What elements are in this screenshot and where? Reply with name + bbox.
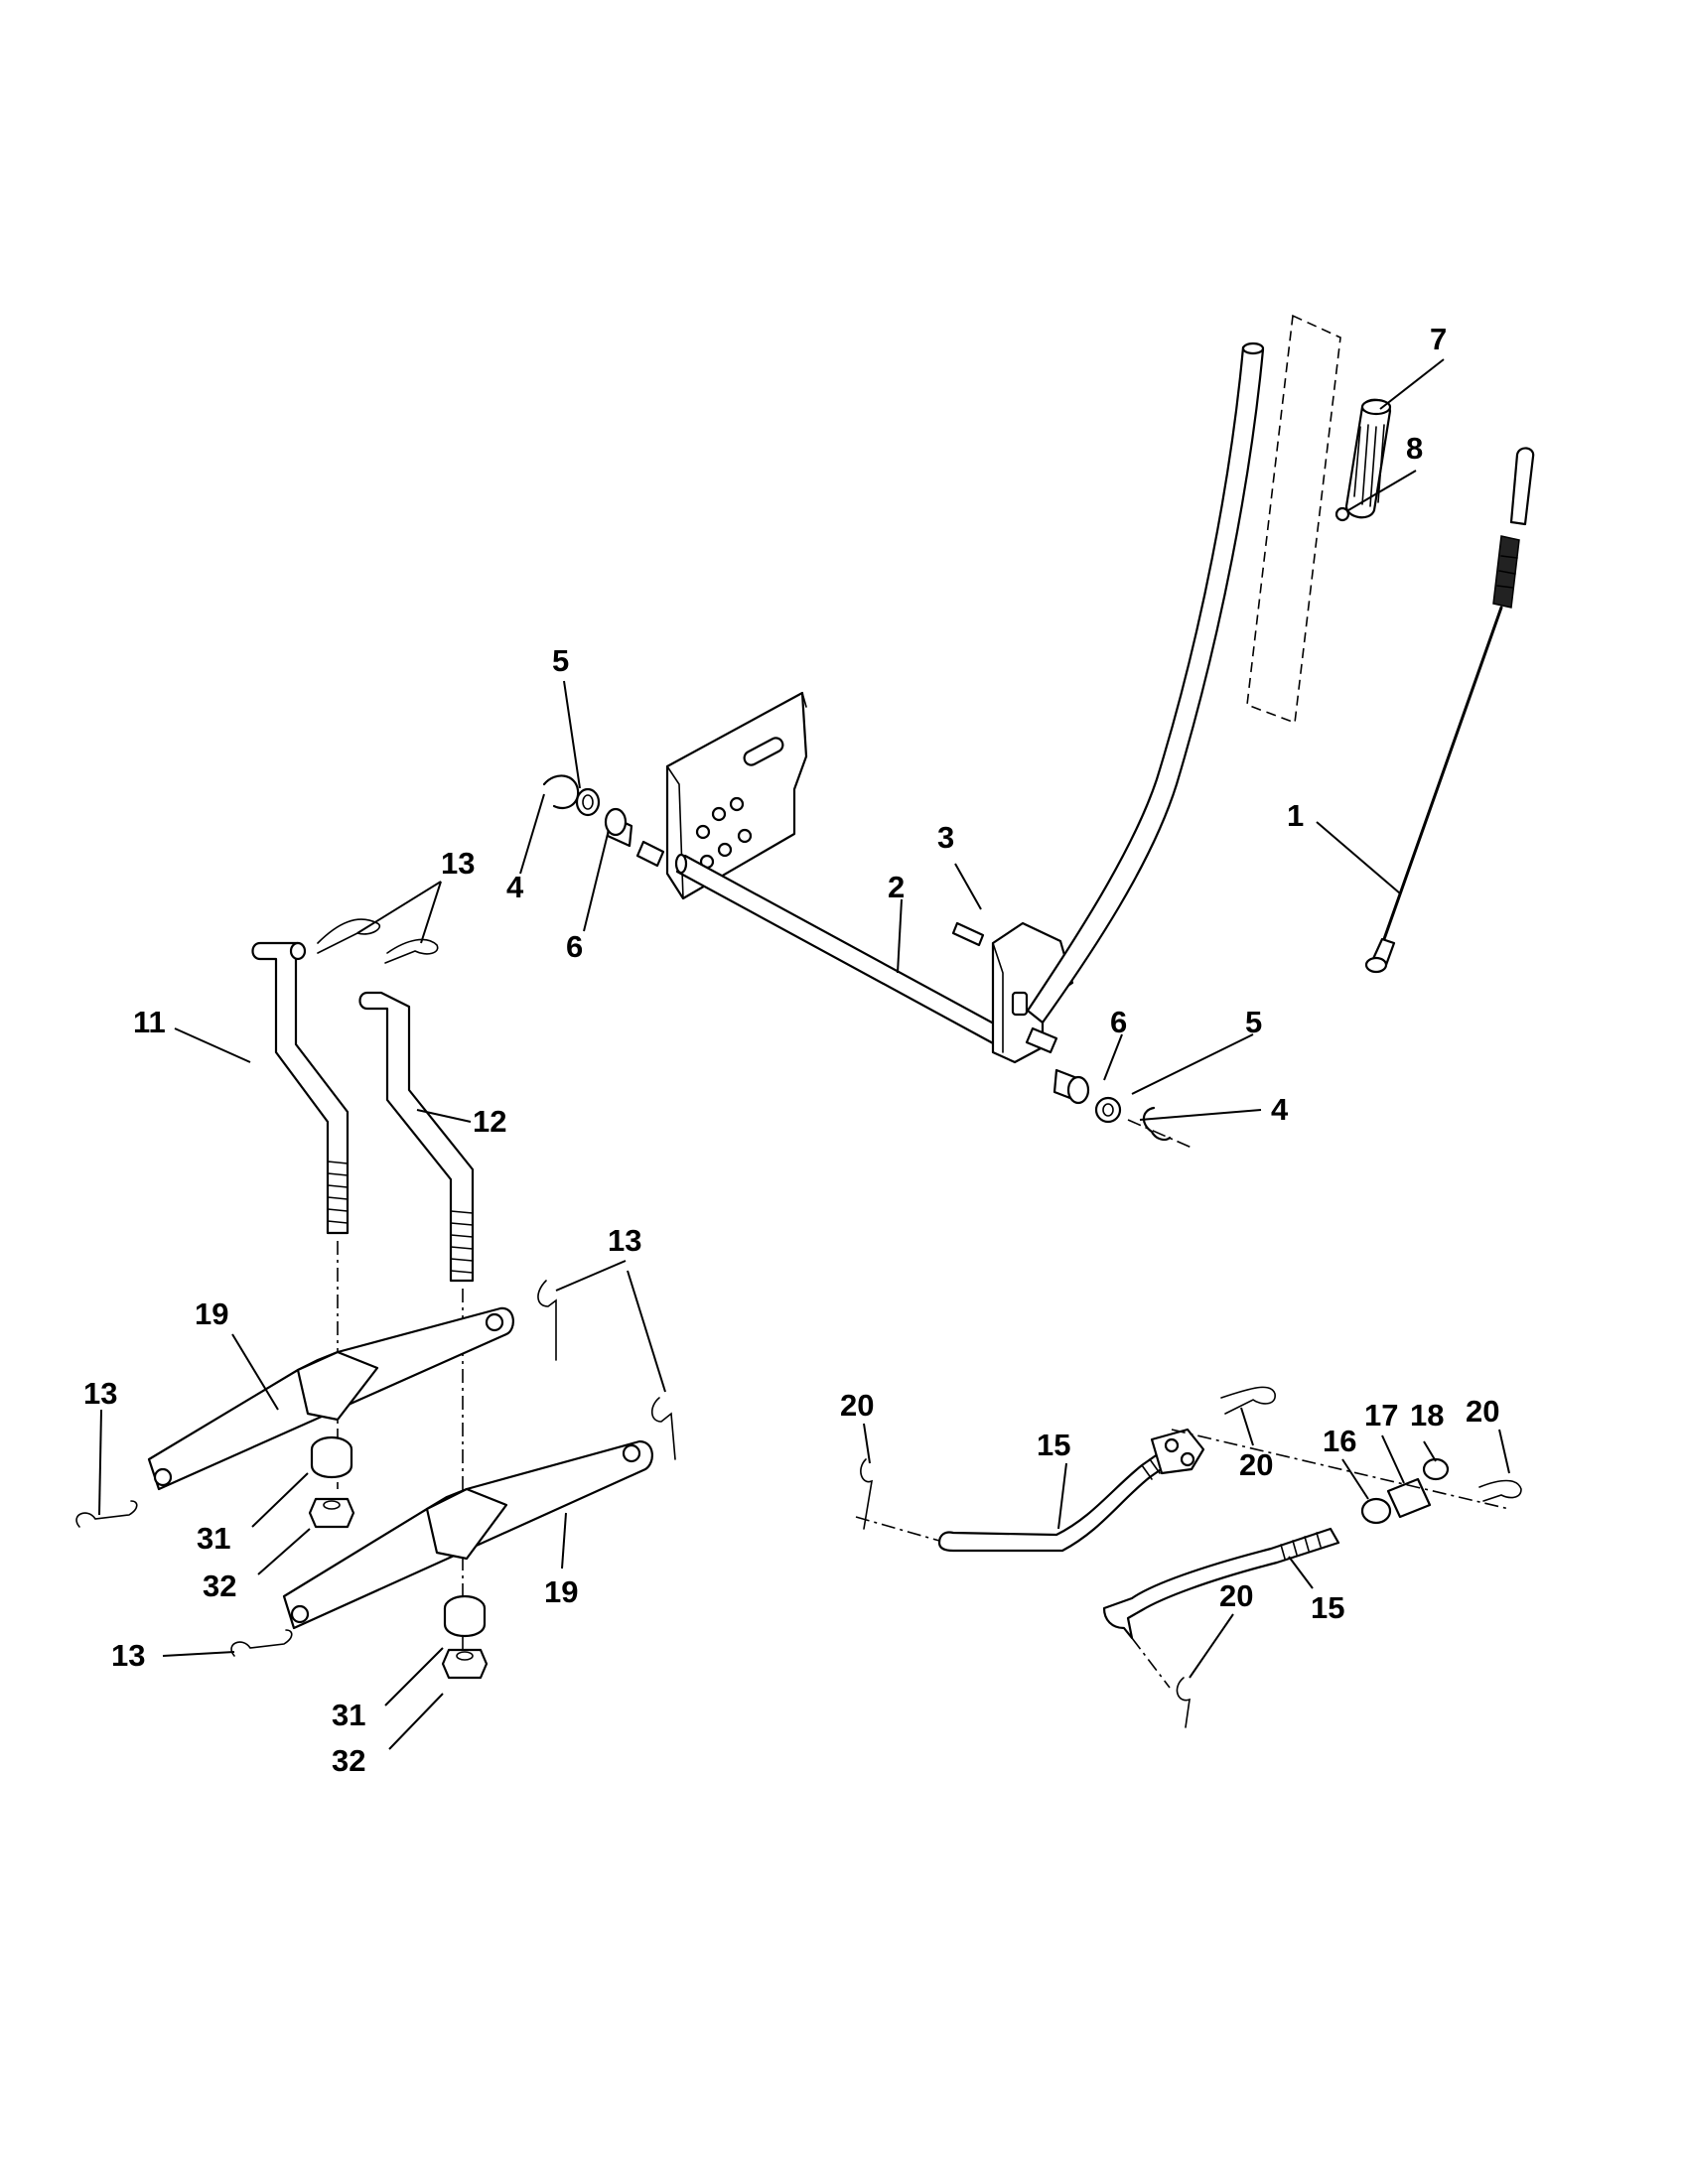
lift-shaft-assembly [635,314,1341,1064]
hairpin-clip-13d [650,1397,676,1460]
hairpin-clip-13f [230,1629,293,1657]
callout-6-right: 6 [1110,1005,1127,1039]
hairpin-clip-20a [860,1458,874,1530]
roll-pin [951,921,985,947]
hairpin-clip-20d [1176,1677,1191,1728]
callout-17: 17 [1364,1398,1398,1433]
callout-32-upper: 32 [203,1569,236,1603]
callout-13-mid: 13 [608,1223,641,1258]
callout-4-right: 4 [1271,1092,1289,1127]
e-clip-left [542,774,580,810]
leader-lines [98,358,1510,1750]
callout-8: 8 [1406,431,1423,466]
callout-1: 1 [1287,798,1304,833]
callout-3: 3 [937,820,954,855]
grip-insert [1334,506,1350,522]
hairpin-clip-13c [537,1280,557,1361]
callout-19-upper: 19 [195,1297,228,1331]
spacer-and-nut-lower [441,1594,489,1680]
adjuster-rod-lower [1102,1527,1340,1689]
callout-18: 18 [1410,1398,1444,1433]
callout-32-lower: 32 [332,1743,365,1778]
lift-shaft [675,854,1005,1046]
callout-11: 11 [133,1005,166,1039]
adjuster-rod-upper [855,1428,1205,1553]
callout-15-lower: 15 [1311,1590,1344,1625]
callout-20-left: 20 [840,1388,874,1423]
callout-12: 12 [473,1104,506,1139]
washer-right [1094,1096,1122,1124]
callout-20-mid: 20 [1239,1447,1273,1482]
callout-13-left: 13 [83,1376,117,1411]
hairpin-clip-20b [1220,1386,1276,1415]
callout-5-left: 5 [552,643,569,678]
lift-lever [1026,345,1265,1024]
callout-31-upper: 31 [197,1521,230,1556]
right-hardware-stack [1052,1068,1193,1149]
callout-labels: 1 2 3 4 4 5 5 6 6 7 8 11 12 13 13 13 13 … [83,322,1499,1778]
washer-left [575,787,601,817]
lift-arm-upper [147,1306,514,1491]
callout-7: 7 [1430,322,1447,356]
callout-20-right: 20 [1466,1394,1499,1429]
callout-13-top: 13 [441,846,475,881]
callout-19-lower: 19 [544,1574,578,1609]
spacer-and-nut-upper [308,1435,355,1529]
lift-arm-lower [282,1439,653,1630]
hairpin-clip-13a [317,918,381,954]
callout-5-right: 5 [1245,1005,1262,1039]
left-hardware-stack [542,774,633,848]
hairpin-clip-13e [75,1500,138,1528]
callout-13-bottom: 13 [111,1638,145,1673]
nut-16 [1360,1497,1392,1525]
e-clip-right [1142,1106,1172,1142]
callout-20-lower: 20 [1219,1578,1253,1613]
callout-2: 2 [888,870,905,904]
callout-16: 16 [1323,1424,1356,1458]
callout-4-left: 4 [506,870,524,904]
lift-cable [1364,447,1535,974]
handle-grip [1334,398,1392,522]
nut-18 [1422,1457,1450,1481]
callout-6-left: 6 [566,929,583,964]
hairpin-clip-13b [384,938,439,964]
hairpin-clip-20c [1478,1479,1522,1502]
callout-15-upper: 15 [1037,1428,1070,1462]
callout-31-lower: 31 [332,1698,365,1732]
